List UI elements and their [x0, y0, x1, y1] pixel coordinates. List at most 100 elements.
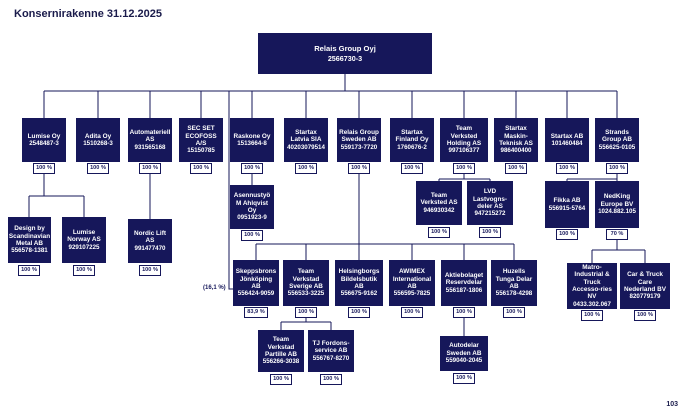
ownership-badge: 100 %	[505, 163, 527, 174]
node-name: Aktiebolaget Reservdelar	[444, 271, 484, 287]
page-title: Konsernirakenne 31.12.2025	[14, 8, 162, 20]
node-business-id: 947215272	[474, 210, 506, 218]
node-name: Automateriell AS	[129, 128, 171, 144]
node-relais-group-oyj: Relais Group Oyj 2566730-3	[258, 33, 432, 74]
node-business-id: 556675-9162	[340, 290, 378, 298]
page-number: 103	[666, 401, 678, 408]
node-team-verkstad-sverige: Team Verkstad Sverige AB 556533-3225	[283, 260, 329, 306]
node-business-id: 556266-3038	[262, 358, 300, 366]
node-team-verksted-as: Team Verksted AS 946930342	[416, 181, 462, 225]
ownership-badge: 100 %	[453, 307, 475, 318]
node-business-id: 15150785	[187, 147, 215, 155]
ownership-badge: 100 %	[556, 229, 578, 240]
node-car-truck-care: Car & Truck Care Nederland BV 820779179	[620, 263, 670, 309]
node-name: Lumise Oy	[27, 132, 61, 140]
node-business-id: 986400400	[500, 147, 532, 155]
ownership-badge: 100 %	[320, 374, 342, 385]
ownership-badge: 100 %	[479, 227, 501, 238]
node-startax-ab: Startax AB 101460484	[545, 118, 589, 162]
node-adita-oy: Adita Oy 1510268-3	[76, 118, 120, 162]
node-matro-industrial: Matro-Industrial & Truck Accesso-ries NV…	[567, 263, 617, 309]
node-name: Fikka AB	[553, 197, 581, 205]
node-name: Startax AB	[550, 132, 584, 140]
node-autodelar-sweden: Autodelar Sweden AB 559040-2045	[440, 336, 488, 371]
node-name: Adita Oy	[84, 132, 112, 140]
node-name: Autodelar Sweden AB	[446, 342, 482, 357]
ownership-badge: 100 %	[556, 163, 578, 174]
node-name: TJ Fordons-service AB	[312, 339, 350, 355]
node-asennustyo-m-ahlqvist: Asennustyö M Ahlqvist Oy 0951923-9	[230, 185, 274, 229]
node-name: Strands Group AB	[602, 128, 632, 144]
node-automateriell-as: Automateriell AS 931565168	[128, 118, 172, 162]
node-business-id: 556178-4298	[495, 290, 533, 298]
node-name: Lumise Norway AS	[67, 228, 101, 244]
node-name: Huzells Tunga Delar AB	[495, 268, 533, 290]
node-tj-fordonsservice: TJ Fordons-service AB 556767-8270	[308, 330, 354, 372]
node-business-id: 0433.302.067	[573, 300, 611, 308]
node-sec-set-ecofoss: SEC SET ECOFOSS A/S 15150785	[179, 118, 223, 162]
node-startax-maskin-teknisk: Startax Maskin-Teknisk AS 986400400	[494, 118, 538, 162]
node-business-id: 556578-1381	[11, 247, 48, 255]
node-business-id: 556533-3225	[287, 290, 325, 298]
node-business-id: 1024.882.105	[598, 208, 636, 216]
ownership-badge: 100 %	[139, 163, 161, 174]
ownership-badge: 100 %	[348, 163, 370, 174]
ownership-badge: 100 %	[428, 227, 450, 238]
ownership-badge: 100 %	[270, 374, 292, 385]
node-startax-finland: Startax Finland Oy 1760676-2	[390, 118, 434, 162]
node-team-verkstad-partille: Team Verkstad Partille AB 556266-3038	[258, 330, 304, 372]
node-name: Matro-Industrial & Truck Accesso-ries NV	[572, 263, 612, 301]
ownership-badge: 100 %	[401, 163, 423, 174]
node-aktiebolaget-reservdelar: Aktiebolaget Reservdelar 556187-1806	[441, 260, 487, 306]
ownership-badge: 100 %	[73, 265, 95, 276]
node-business-id: 820779179	[629, 293, 661, 301]
node-business-id: 556187-1806	[445, 286, 483, 294]
node-business-id: 101460484	[551, 140, 583, 147]
node-raskone-oy: Raskone Oy 1513664-8	[230, 118, 274, 162]
node-awimex-international: AWIMEX International AB 556595-7825	[389, 260, 435, 306]
node-lvd-lastvognsdeler: LVD Lastvogns-deler AS 947215272	[467, 181, 513, 225]
ownership-badge: 100 %	[453, 163, 475, 174]
ownership-badge: 100 %	[634, 310, 656, 321]
node-name: Team Verkstad Partille AB	[264, 336, 298, 358]
node-business-id: 40203079514	[287, 143, 325, 151]
node-name: Startax Maskin-Teknisk AS	[499, 125, 533, 147]
node-strands-group: Strands Group AB 556625-0105	[595, 118, 639, 162]
indirect-ownership-label: (16,1 %)	[203, 285, 226, 291]
node-business-id: 556767-8270	[312, 354, 350, 362]
node-business-id: 991477470	[134, 244, 166, 252]
node-business-id: 997106377	[448, 147, 480, 155]
ownership-badge: 100 %	[241, 230, 263, 241]
node-name: Team Verksted AS	[420, 191, 458, 207]
node-lumise-norway: Lumise Norway AS 929107225	[62, 217, 106, 263]
ownership-badge: 100 %	[295, 163, 317, 174]
node-skeppsbrons-jonkoping: Skeppsbrons Jönköping AB 556424-9059	[233, 260, 279, 306]
node-name: SEC SET ECOFOSS A/S	[185, 125, 217, 147]
node-name: Helsingborgs Bildelsbutik AB	[338, 268, 380, 290]
node-name: Team Verkstad Sverige AB	[289, 268, 323, 290]
node-name: Relais Group Oyj	[314, 44, 376, 53]
node-business-id: 556595-7825	[393, 290, 431, 298]
node-design-by-scandinavian-metal: Design by Scandinavian Metal AB 556578-1…	[8, 217, 51, 263]
node-business-id: 0951923-9	[237, 214, 267, 222]
node-name: Relais Group Sweden AB	[339, 128, 379, 144]
node-name: NedKing Europe BV	[600, 193, 634, 208]
node-name: Team Verksted Holding AS	[446, 125, 482, 147]
node-name: Nordic Lift AS	[134, 229, 166, 245]
node-nordic-lift: Nordic Lift AS 991477470	[128, 219, 172, 263]
node-business-id: 1510268-3	[83, 140, 113, 147]
ownership-badge: 100 %	[241, 163, 263, 174]
node-relais-group-sweden: Relais Group Sweden AB 559173-7720	[337, 118, 381, 162]
node-nedking-europe: NedKing Europe BV 1024.882.105	[595, 181, 639, 228]
node-business-id: 559173-7720	[340, 143, 378, 151]
node-name: Raskone Oy	[233, 132, 271, 140]
node-business-id: 1760676-2	[397, 143, 427, 151]
ownership-badge: 100 %	[503, 307, 525, 318]
node-name: Skeppsbrons Jönköping AB	[235, 268, 277, 290]
node-fikka-ab: Fikka AB 556915-5764	[545, 181, 589, 228]
ownership-badge: 100 %	[581, 310, 603, 321]
node-business-id: 2566730-3	[327, 54, 363, 63]
node-name: Startax Finland Oy	[395, 128, 429, 144]
node-team-verksted-holding: Team Verksted Holding AS 997106377	[440, 118, 488, 162]
node-business-id: 1513664-8	[237, 140, 267, 147]
